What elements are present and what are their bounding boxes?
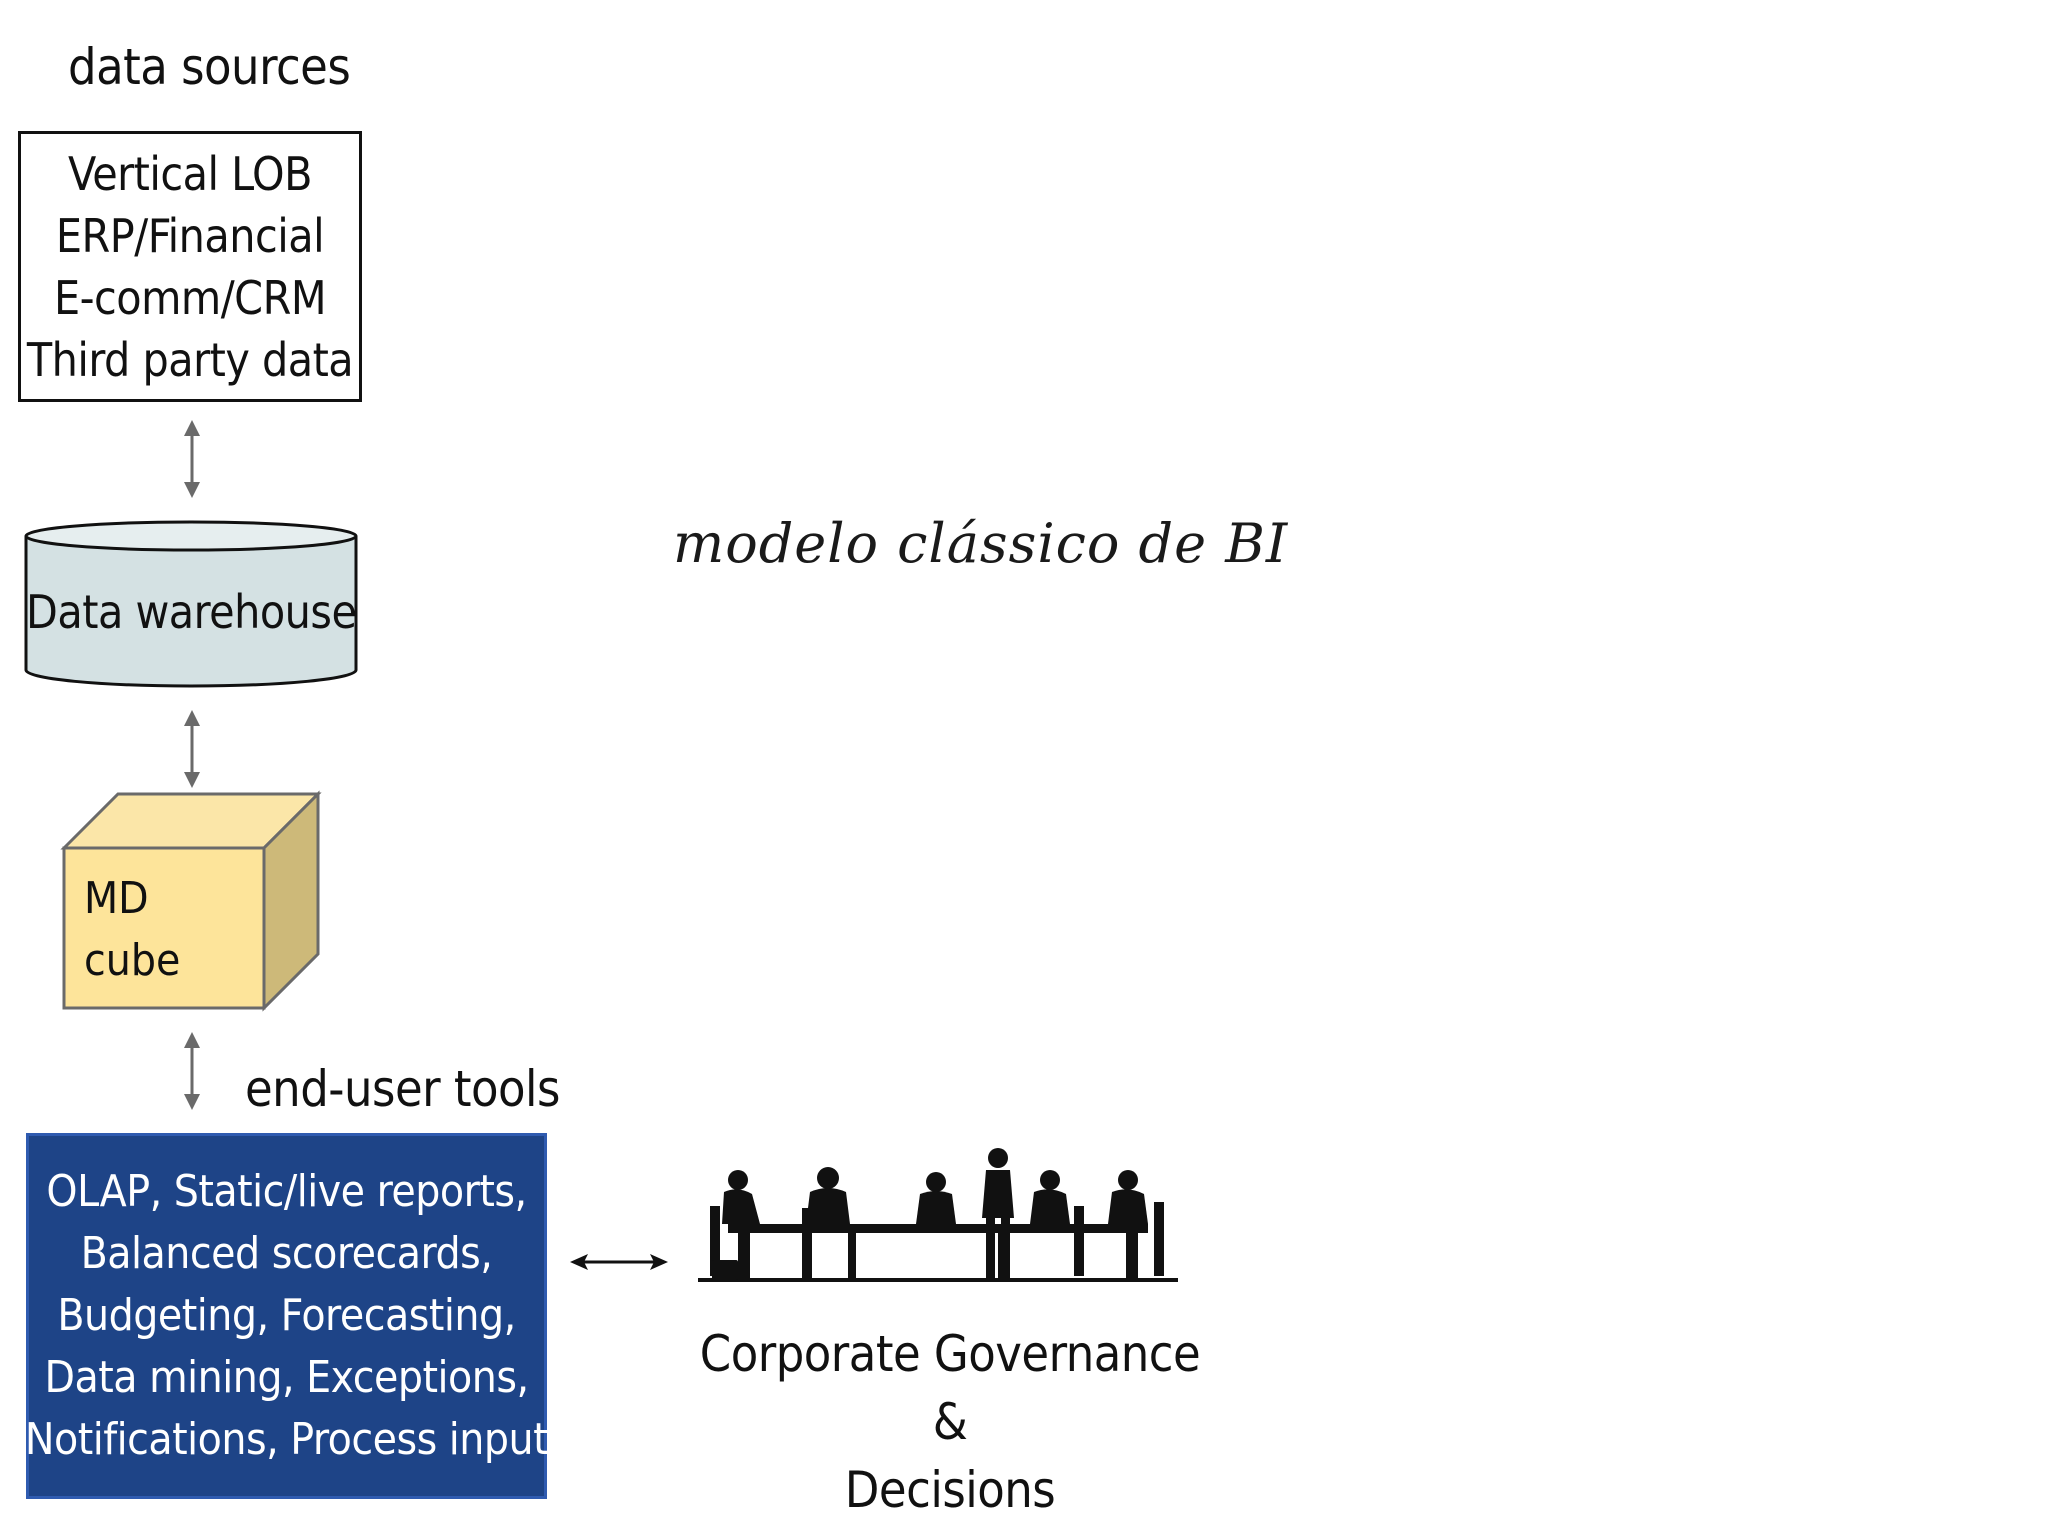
tools-line-2: Balanced scorecards, [80,1228,493,1279]
warehouse-cube-arrow [184,710,200,788]
governance-line2: Decisions [844,1461,1056,1519]
data-sources-box: Vertical LOB ERP/Financial E-comm/CRM Th… [18,131,362,402]
governance-line1: Corporate Governance & [699,1325,1201,1451]
cube-tools-arrow [184,1032,200,1110]
tools-line-1: OLAP, Static/live reports, [46,1166,527,1217]
diagram-subtitle: modelo clássico de BI [673,512,1289,575]
end-user-tools-box: OLAP, Static/live reports, Balanced scor… [24,1133,549,1499]
tools-line-5: Notifications, Process input [24,1414,549,1465]
source-third-party: Third party data [26,332,354,387]
data-sources-heading: data sources [68,38,351,96]
boardroom-meeting-silhouette-icon [698,1148,1178,1282]
md-cube-label-line1: MD [84,873,149,924]
data-warehouse-label: Data warehouse [26,585,357,639]
sources-warehouse-arrow [184,420,200,498]
source-vertical-lob: Vertical LOB [67,146,313,201]
data-warehouse-cylinder [24,520,358,688]
corporate-governance-label: Corporate Governance & Decisions [690,1320,1210,1524]
source-ecomm-crm: E-comm/CRM [53,270,327,325]
md-cube [60,790,322,1012]
tools-line-3: Budgeting, Forecasting, [57,1290,516,1341]
md-cube-label-line2: cube [84,935,181,986]
tools-governance-arrow [570,1254,668,1270]
md-cube-label: MD cube [84,868,180,992]
source-erp-financial: ERP/Financial [55,208,325,263]
tools-line-4: Data mining, Exceptions, [44,1352,529,1403]
end-user-tools-heading: end-user tools [245,1060,561,1118]
